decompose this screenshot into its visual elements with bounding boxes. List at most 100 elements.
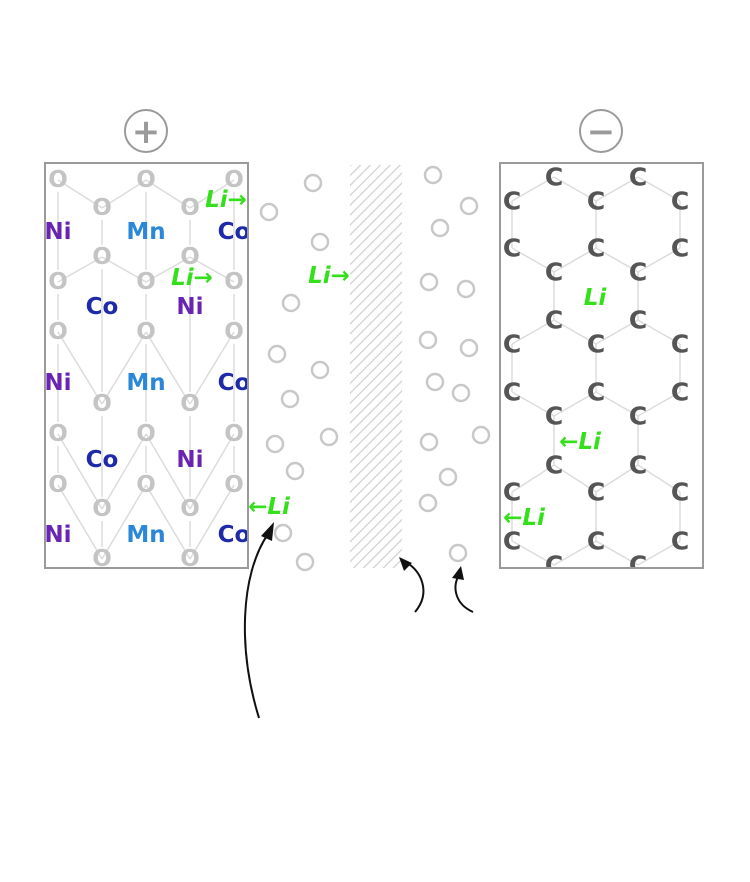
graphite-bond — [637, 176, 681, 202]
graphite-bond — [553, 464, 597, 493]
electrolyte-ion — [430, 218, 450, 238]
carbon-atom: C — [587, 378, 605, 407]
graphite-bond — [511, 319, 555, 345]
li-ion-moving-left: ←Li — [559, 429, 602, 455]
callout-arrowhead-cathode — [261, 522, 274, 541]
lattice-bond — [145, 256, 191, 283]
carbon-atom: C — [629, 258, 647, 287]
metal-atom-co: Co — [86, 447, 119, 473]
metal-atom-mn: Mn — [126, 522, 165, 548]
graphite-bond — [553, 319, 597, 345]
graphite-bond — [553, 176, 597, 202]
oxygen-atom: O — [136, 319, 156, 345]
electrolyte-ion — [418, 493, 438, 513]
electrolyte-ion — [438, 467, 458, 487]
electrolyte-ion — [451, 383, 471, 403]
graphite-bond — [595, 247, 639, 273]
electrolyte-ion — [425, 372, 445, 392]
lattice-bond — [145, 433, 191, 510]
lattice-bond — [101, 256, 147, 283]
metal-atom-ni: Ni — [44, 522, 71, 548]
lattice-bond — [189, 179, 235, 209]
oxygen-atom: O — [180, 496, 200, 522]
carbon-atom: C — [671, 478, 689, 507]
graphite-bond — [637, 391, 681, 417]
lattice-bond — [57, 331, 103, 405]
oxygen-atom: O — [136, 472, 156, 498]
lattice-bond — [57, 433, 103, 510]
oxygen-atom: O — [180, 244, 200, 270]
oxygen-atom: O — [136, 167, 156, 193]
graphite-bond — [553, 540, 597, 566]
positive-symbol: + — [132, 112, 161, 152]
carbon-atom: C — [503, 527, 521, 556]
carbon-atom: C — [629, 306, 647, 335]
oxygen-atom: O — [92, 496, 112, 522]
li-ion-moving-left: ←Li — [503, 505, 546, 531]
carbon-atom: C — [503, 378, 521, 407]
electrolyte-ion — [281, 293, 301, 313]
graphite-bond — [511, 176, 555, 202]
graphite-bond — [637, 247, 681, 273]
graphite-bond — [553, 391, 597, 417]
oxygen-atom: O — [180, 195, 200, 221]
callout-arrow-cathode — [243, 533, 269, 719]
graphite-bond — [595, 391, 639, 417]
oxygen-atom: O — [92, 546, 112, 572]
metal-atom-mn: Mn — [126, 219, 165, 245]
positive-terminal: + — [124, 109, 168, 153]
metal-atom-ni: Ni — [176, 447, 203, 473]
metal-atom-ni: Ni — [44, 370, 71, 396]
electrolyte-ion — [265, 434, 285, 454]
carbon-atom: C — [671, 527, 689, 556]
carbon-atom: C — [503, 478, 521, 507]
graphite-bond — [511, 247, 555, 273]
metal-atom-co: Co — [218, 370, 251, 396]
electrolyte-ion — [295, 552, 315, 572]
lattice-bond — [145, 484, 191, 560]
lattice-bond — [101, 484, 147, 560]
graphite-bond — [595, 464, 639, 493]
oxygen-atom: O — [48, 472, 68, 498]
electrolyte-ion — [273, 523, 293, 543]
carbon-atom: C — [629, 451, 647, 480]
oxygen-atom: O — [48, 167, 68, 193]
oxygen-atom: O — [48, 421, 68, 447]
carbon-atom: C — [545, 451, 563, 480]
carbon-atom: C — [545, 402, 563, 431]
oxygen-atom: O — [136, 421, 156, 447]
cathode-frame — [44, 162, 249, 569]
electrolyte-ion — [459, 338, 479, 358]
electrolyte-ion — [310, 360, 330, 380]
lattice-bond — [145, 179, 191, 209]
lattice-bond — [57, 484, 103, 560]
electrolyte-ion — [280, 389, 300, 409]
electrolyte-ion — [418, 330, 438, 350]
carbon-atom: C — [671, 378, 689, 407]
callout-arrow-electrolyte — [454, 574, 474, 613]
oxygen-atom: O — [136, 269, 156, 295]
carbon-atom: C — [671, 330, 689, 359]
negative-symbol: − — [587, 112, 616, 152]
oxygen-atom: O — [92, 391, 112, 417]
lattice-bond — [101, 433, 147, 510]
lattice-bond — [189, 256, 235, 283]
li-ion-moving-left: ←Li — [248, 494, 291, 520]
lattice-bond — [189, 433, 235, 510]
lattice-bond — [57, 256, 103, 283]
li-ion-moving-right: Li→ — [308, 263, 350, 289]
electrolyte-ion — [267, 344, 287, 364]
electrolyte-ion — [456, 279, 476, 299]
plus-circle-icon — [124, 109, 168, 153]
metal-atom-co: Co — [218, 522, 251, 548]
li-ion-moving-right: Li→ — [171, 265, 213, 291]
carbon-atom: C — [545, 306, 563, 335]
oxygen-atom: O — [224, 319, 244, 345]
electrolyte-ions — [259, 165, 491, 572]
lattice-bond — [145, 331, 191, 405]
metal-atom-co: Co — [218, 219, 251, 245]
lattice-bond — [189, 331, 235, 405]
